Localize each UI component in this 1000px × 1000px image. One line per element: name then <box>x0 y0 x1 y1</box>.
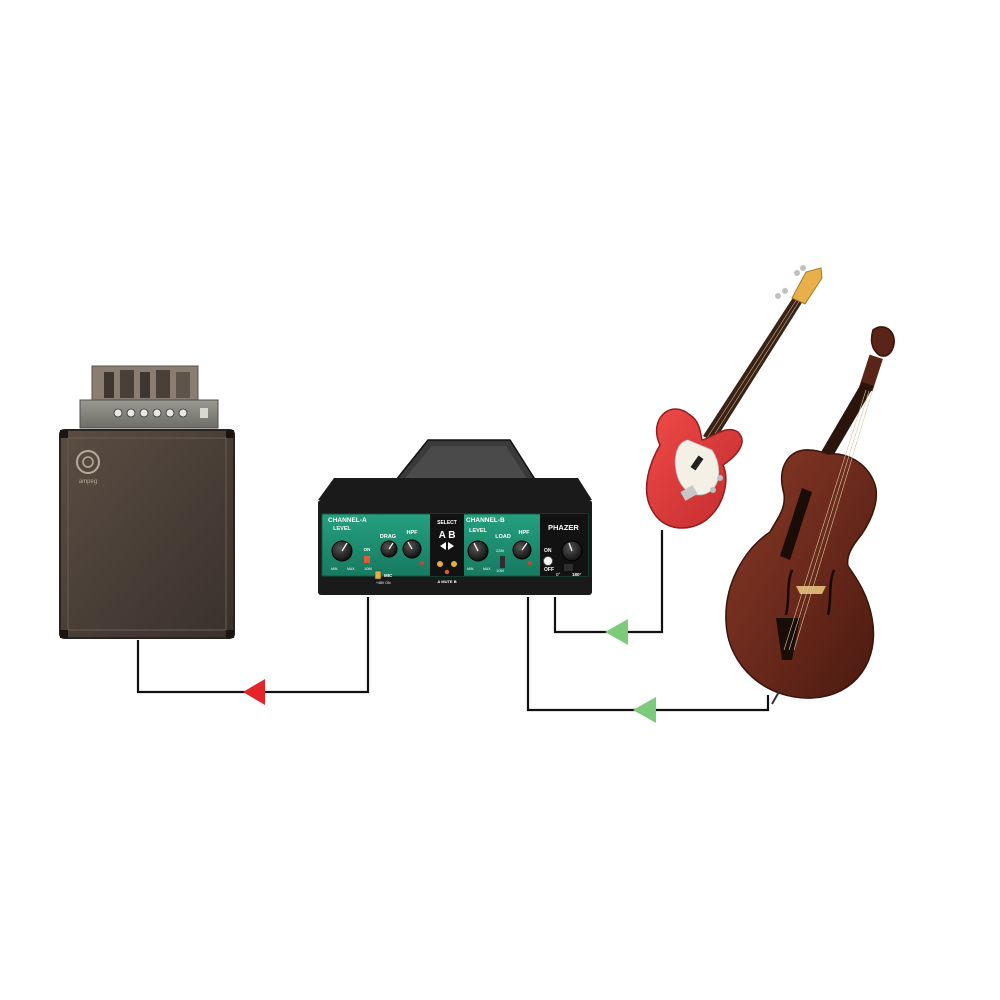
cabinet-logo: ampeg <box>79 479 97 485</box>
on-a-label: ON <box>364 547 371 552</box>
led-b-sig <box>528 561 532 565</box>
level-b-label: LEVEL <box>469 528 487 534</box>
drag-label: DRAG <box>380 534 396 540</box>
select-ab-label: A B <box>439 530 456 541</box>
max-a-label: MAX <box>347 567 355 571</box>
upright-bass-icon <box>725 326 895 705</box>
mute-label: A MUTE B <box>437 579 456 584</box>
drag-switch[interactable] <box>364 556 370 563</box>
select-led-b <box>451 561 457 567</box>
mic-switch[interactable] <box>374 570 382 580</box>
phazer-di-box-icon: CHANNEL-A CHANNEL-B SELECT A B LEVEL DRA… <box>318 439 592 595</box>
phase-0-label: 0° <box>556 572 561 577</box>
twenty-two-m-label: 22M <box>496 548 504 553</box>
ten-m-label: 10M <box>364 566 372 571</box>
arrow-output-red <box>243 679 265 705</box>
channel-a-label: CHANNEL-A <box>328 517 367 524</box>
phase-switch[interactable] <box>564 564 573 571</box>
load-label: LOAD <box>495 534 511 540</box>
phazer-on-button[interactable] <box>543 556 553 566</box>
hpf-b-label: HPF <box>519 530 531 536</box>
arrow-input-upright-green <box>633 697 656 723</box>
level-a-label: LEVEL <box>333 526 351 532</box>
load-switch[interactable] <box>500 556 505 568</box>
bass-amp-stack-icon: ampeg <box>59 365 235 639</box>
mic-label: MIC <box>384 573 393 578</box>
on-label: ON <box>544 548 552 554</box>
mute-led <box>444 569 450 575</box>
led-a-sig <box>420 561 424 565</box>
arrow-input-electric-green <box>605 619 628 645</box>
brand-label: PHAZER <box>548 523 579 532</box>
electric-bass-icon <box>645 265 823 529</box>
min-b-label: MIN <box>467 567 474 571</box>
phase-180-label: 180° <box>572 572 582 577</box>
select-led-a <box>437 561 443 567</box>
select-label: SELECT <box>437 520 457 526</box>
hpf-a-label: HPF <box>407 530 419 536</box>
ten-m-b-label: 10M <box>496 568 504 573</box>
channel-b-label: CHANNEL-B <box>466 517 505 524</box>
phantom-label: +48V ON <box>376 581 391 585</box>
off-label: OFF <box>544 567 554 573</box>
ampeg-logo-icon <box>76 450 100 474</box>
min-a-label: MIN <box>331 567 338 571</box>
max-b-label: MAX <box>483 567 491 571</box>
